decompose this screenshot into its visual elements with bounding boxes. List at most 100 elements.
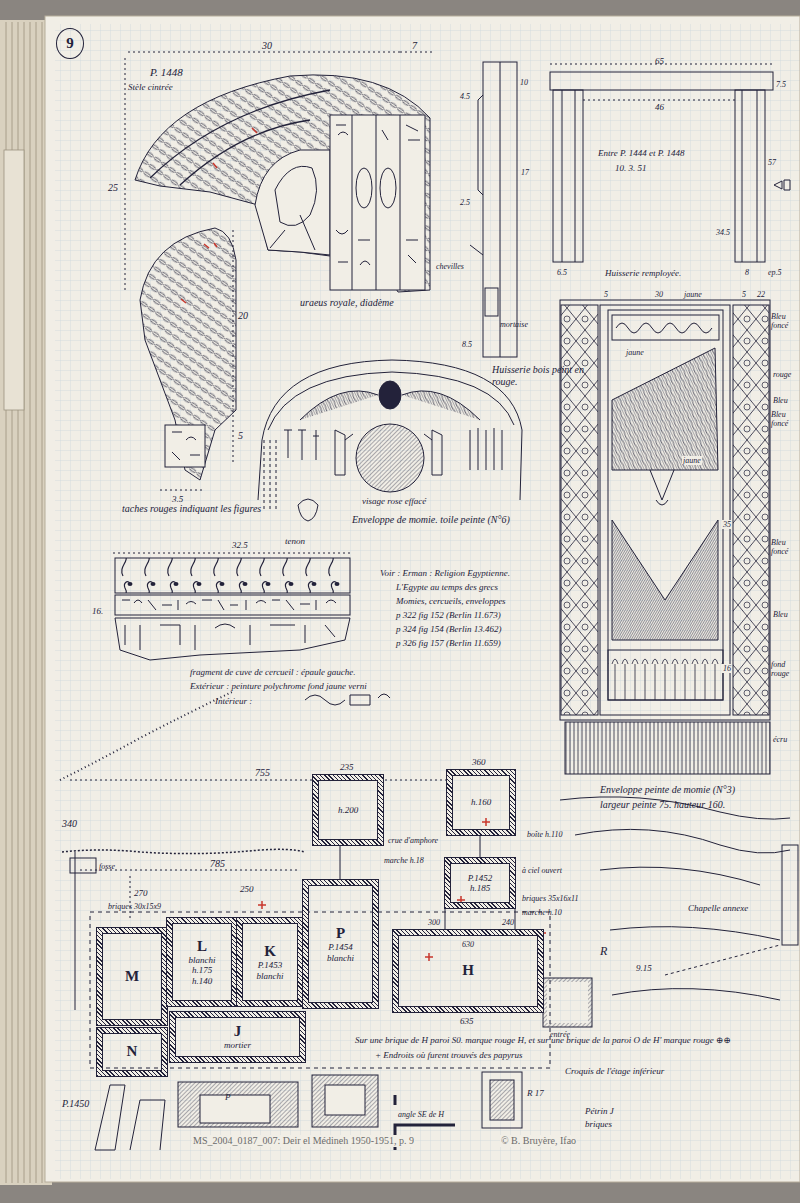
plan-room: M [97,928,167,1025]
note-text: © B. Bruyère, Ifao [500,1135,577,1147]
note-text: tenon [285,536,305,546]
plan-room: Lblanchih.175h.140 [167,918,237,1006]
plan-room: h.160 [447,770,515,835]
dimension-label: 22 [757,290,765,299]
note-text: Enveloppe peinte de momie (N°3) [600,784,735,796]
room-label: M [125,968,139,985]
room-label: K [264,943,276,960]
dimension-label: 17 [521,168,529,177]
dimension-label: 360 [472,757,486,767]
note-text: Croquis de l'étage inférieur [565,1066,664,1076]
note-text: boîte h.110 [527,830,562,839]
dimension-label: 25 [108,182,118,194]
room-note: blanchi [257,971,284,981]
note-text: mortaise [500,320,528,329]
note-text: rouge [773,370,791,379]
note-text: marche h.18 [384,856,424,865]
plan-room: N [97,1028,167,1076]
note-text: uraeus royale, diadème [300,297,394,309]
dimension-label: 20 [238,310,248,322]
dimension-label: 7 [412,40,417,52]
note-text: visage rose effacé [362,496,426,506]
note-text: taches rouges indiquant les figures [122,503,261,515]
dimension-label: 16 [722,664,732,673]
dimension-label: 35 [722,520,732,529]
room-note: h.185 [470,883,490,893]
note-text: Extérieur : peinture polychrome fond jau… [190,681,367,691]
note-text: à ciel ouvert [522,866,562,875]
room-label: h.200 [338,805,358,815]
note-text: R 17 [527,1088,544,1098]
note-text: Bleu foncé [771,312,797,330]
dimension-label: 46 [655,102,664,112]
note-text: angle SE de H [398,1110,444,1119]
note-text: jaune [684,290,702,299]
dimension-label: 235 [340,762,354,772]
plan-room: Jmortier [170,1012,305,1062]
dimension-label: 5 [238,430,243,442]
dimension-label: 8.5 [462,340,472,349]
note-text: briques 35x16x11 [522,894,579,903]
note-text: Bleu [773,610,788,619]
note-text: Stèle cintrée [128,82,173,92]
plan-room: P.1452h.185 [445,858,515,908]
note-text: P. 1448 [150,66,183,79]
note-text: Chapelle annexe [688,903,748,913]
room-note: P.1453 [258,960,283,970]
dimension-label: 30 [262,40,272,52]
note-text: Intérieur : [215,696,252,706]
room-note: P.1454 [328,942,353,952]
room-note: blanchi [189,955,216,965]
note-text: briques 30x15x9 [108,902,161,911]
dimension-label: 10 [520,78,528,87]
dimension-label: 34.5 [716,228,730,237]
room-note: h.175 [192,965,212,975]
note-text: Bleu [773,396,788,405]
note-text: Voir : Erman : Religion Egyptienne. [380,568,510,578]
note-text: Huisserie remployée. [605,268,681,278]
plan-room: KP.1453blanchi [237,918,303,1006]
plan-room: PP.1454blanchi [303,880,378,1008]
note-text: MS_2004_0187_007: Deir el Médineh 1950-1… [192,1135,415,1147]
dimension-label: 57 [768,158,776,167]
dimension-label: 340 [62,818,77,830]
room-label: 9 [66,35,74,52]
note-text: Entre P. 1444 et P. 1448 [598,148,685,158]
dimension-label: 5 [742,290,746,299]
dimension-label: 2.5 [460,198,470,207]
note-text: Momies, cercueils, enveloppes [396,596,506,606]
note-text: p 324 fig 154 (Berlin 13.462) [396,624,502,634]
note-text: Enveloppe de momie. toile peinte (N°6) [352,514,510,526]
note-text: Bleu foncé [771,538,797,556]
note-text: P [225,1092,231,1102]
note-text: crue d'amphore [388,836,438,845]
note-text: largeur peinte 75. hauteur 160. [600,799,725,811]
room-label: J [234,1023,242,1040]
dimension-label: 240 [502,918,514,927]
note-text: p 326 fig 157 (Berlin 11.659) [396,638,501,648]
room-label: h.160 [471,797,491,807]
note-text: ep.5 [768,268,782,277]
note-text: p 322 fig 152 (Berlin 11.673) [396,610,501,620]
note-text: Sur une brique de H paroi S0. marque rou… [355,1035,731,1045]
room-label: H [462,962,474,979]
room-label: P.1452 [468,873,493,883]
dimension-label: 32.5 [232,540,248,550]
note-text: fragment de cuve de cercueil : épaule ga… [190,667,356,677]
dimension-label: 3.5 [172,494,183,504]
room-note: mortier [224,1040,251,1050]
dimension-label: 6.5 [557,268,567,277]
note-text: écru [773,735,787,744]
dimension-label: 630 [462,940,474,949]
note-text: 10. 3. 51 [615,163,647,173]
note-text: + Endroits où furent trouvés des papyrus [375,1050,523,1060]
dimension-label: 635 [460,1016,474,1026]
note-text: fosse [99,862,115,871]
room-label: N [127,1043,138,1060]
note-text: Pétrin J [585,1106,614,1116]
dimension-label: 5 [604,290,608,299]
dimension-label: 755 [255,767,270,779]
note-text: fond rouge [771,660,797,678]
dimension-label: 250 [240,884,254,894]
